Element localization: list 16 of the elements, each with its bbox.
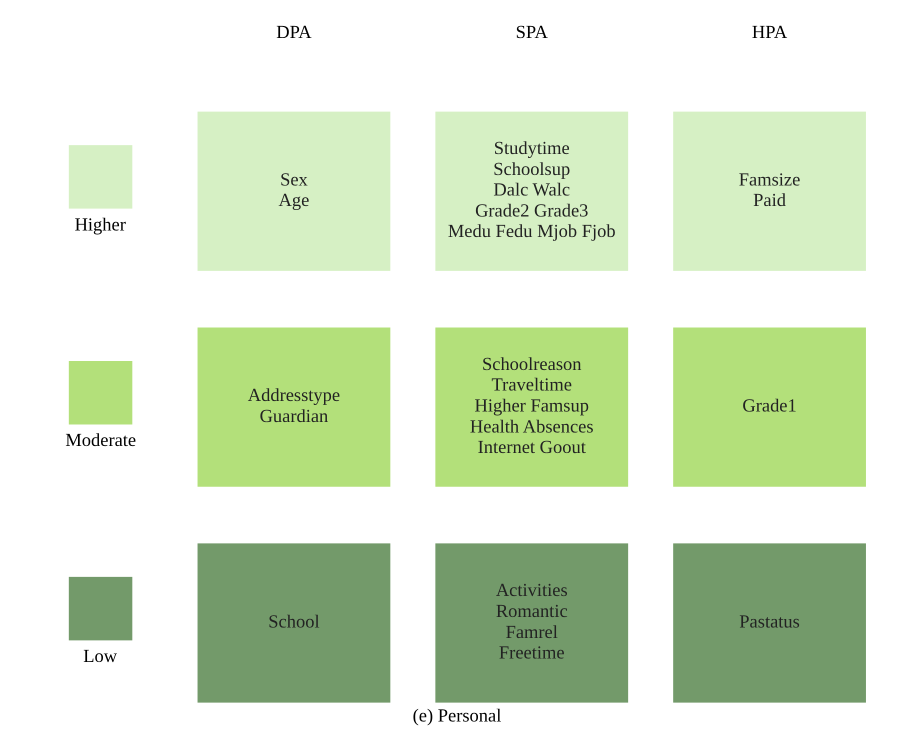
node-box: Famsize Paid [673, 112, 866, 271]
node-box: Studytime Schoolsup Dalc Walc Grade2 Grade3 Medu Fedu Mjob Fjob [435, 112, 628, 271]
legend-label: Moderate [65, 430, 136, 450]
node-box: School [198, 543, 390, 703]
label: DPA [276, 22, 312, 42]
label: HPA [752, 22, 788, 42]
node-box: Schoolreason Traveltime Higher Famsup Health Absences Internet Goout [435, 327, 628, 487]
label: SPA [516, 22, 548, 42]
node-box: Activities Romantic Famrel Freetime [435, 543, 628, 703]
caption: (e) Personal [412, 705, 502, 726]
node-box: Sex Age [198, 112, 390, 271]
node-box: Grade1 [673, 327, 866, 487]
node-box: Pastatus [673, 543, 866, 703]
node-box: Addresstype Guardian [198, 327, 390, 487]
legend-label: Low [83, 646, 118, 666]
legend-label: Higher [74, 214, 126, 234]
